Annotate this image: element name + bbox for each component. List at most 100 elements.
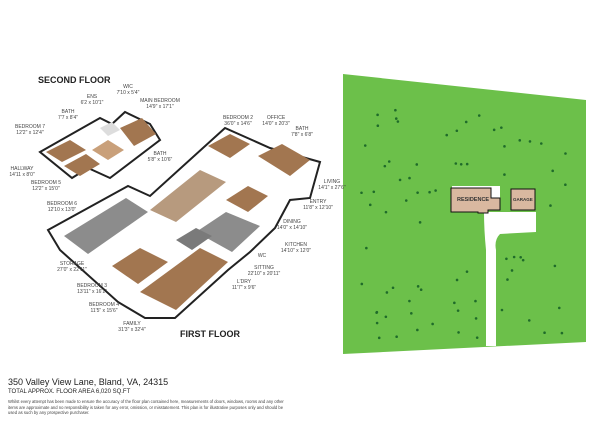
tree (474, 299, 477, 303)
room-size: 14'11 x 8'0" (9, 172, 35, 178)
tree (368, 203, 372, 207)
tree (445, 133, 449, 137)
tree (431, 322, 434, 326)
tree (528, 140, 532, 143)
site-plan (343, 74, 586, 354)
tree (410, 312, 413, 315)
tree (434, 189, 437, 192)
total-floor-area: TOTAL APPROX. FLOOR AREA 6,020 SQ.FT (8, 389, 131, 395)
room-name: SITTING (254, 265, 274, 271)
tree (474, 317, 478, 320)
tree (455, 278, 459, 282)
room-name: BEDROOM 5 (30, 180, 62, 186)
room-name: BEDROOM 6 (46, 201, 78, 207)
room-name: BATH (295, 126, 309, 132)
tree (419, 288, 423, 291)
tree (363, 144, 367, 147)
room-name: MAIN BEDROOM (140, 98, 180, 104)
tree (512, 255, 516, 259)
garage-label: GARAGE (513, 197, 533, 202)
disclaimer: Whilst every attempt has been made to en… (8, 399, 284, 416)
tree (492, 128, 496, 132)
tree (539, 142, 543, 145)
tree (455, 129, 459, 133)
tree (453, 301, 456, 305)
tree (464, 120, 468, 124)
room-size: 14'9" x 17'1" (146, 104, 174, 110)
room-size: 12'2" x 15'0" (32, 186, 60, 192)
tree (465, 270, 469, 273)
tree (564, 183, 567, 187)
tree (360, 282, 364, 286)
room-name: KITCHEN (285, 242, 307, 248)
tree (456, 309, 460, 312)
residence-building (450, 187, 501, 214)
tree (475, 336, 479, 339)
tree (506, 278, 509, 281)
room-size: 12'10 x 13'0" (47, 207, 77, 213)
first-floor-plan (46, 126, 322, 319)
tree (395, 335, 398, 338)
room-size: 6'2 x 10'1" (80, 100, 104, 106)
tree (564, 152, 567, 155)
room-name: WIC (123, 84, 133, 90)
room-name: ENS (86, 94, 98, 100)
tree (457, 331, 460, 334)
room-name: HALLWAY (10, 166, 34, 172)
tree (375, 311, 378, 314)
tree (465, 162, 469, 166)
tree (500, 126, 503, 129)
tree (416, 285, 420, 288)
room-name: STORAGE (59, 261, 85, 267)
tree (418, 221, 422, 224)
room-size: 7'7 x 8'4" (57, 115, 79, 121)
tree (408, 299, 411, 303)
room-size: 27'0" x 22'11" (57, 267, 87, 273)
tree (360, 191, 363, 195)
tree (377, 336, 381, 340)
room-name: ENTRY (309, 199, 327, 205)
room-name: BATH (61, 109, 75, 115)
room-size: 5'8" x 10'6" (147, 157, 173, 163)
tree (408, 176, 411, 180)
tree (385, 291, 389, 294)
tree (510, 269, 514, 272)
tree (454, 162, 458, 165)
room-size: 14'10" x 12'0" (280, 248, 312, 254)
tree (553, 264, 557, 268)
room-label: WC (258, 253, 266, 259)
tree (384, 315, 388, 319)
room-name: BEDROOM 7 (14, 124, 46, 130)
tree (384, 210, 388, 214)
residence-label: RESIDENCE (457, 197, 490, 203)
second-floor-title: SECOND FLOOR (38, 75, 111, 85)
room-name: DINING (283, 219, 301, 225)
garage-building (510, 188, 536, 211)
tree (521, 258, 525, 262)
tree (376, 113, 379, 117)
tree (375, 321, 379, 325)
room-name: L'DRY (236, 279, 252, 285)
tree (543, 331, 546, 335)
tree (518, 139, 522, 142)
room-name: WC (257, 253, 267, 259)
